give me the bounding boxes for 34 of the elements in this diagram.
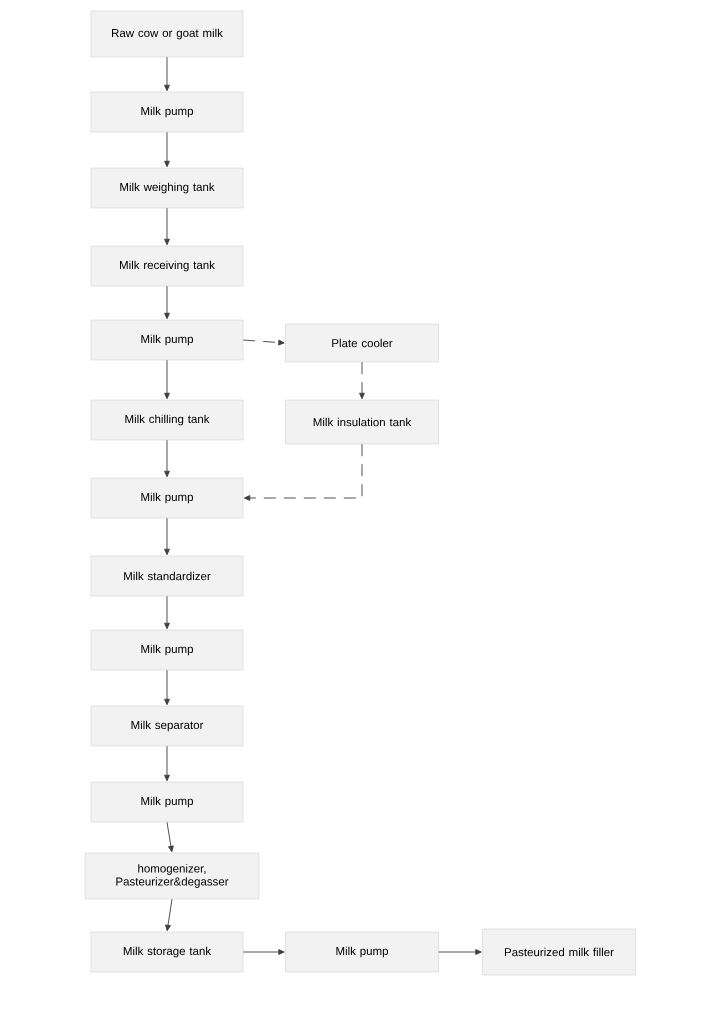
arrow [165, 898, 173, 932]
process-box: Milk chilling tank [90, 399, 244, 441]
arrow [164, 595, 170, 630]
process-box: Milk weighing tank [90, 167, 244, 209]
arrow [164, 669, 170, 706]
arrow [438, 949, 482, 955]
arrow [166, 821, 174, 853]
arrow [242, 339, 285, 346]
process-box: Milk pump [90, 781, 244, 823]
process-box: Milk pump [90, 629, 244, 671]
process-box: Milk separator [90, 705, 244, 747]
process-box: Pasteurized milk filler [482, 928, 636, 976]
arrow [242, 949, 285, 955]
arrow [164, 56, 170, 92]
process-box: Plate cooler [285, 323, 439, 363]
arrow [164, 131, 170, 168]
arrow [164, 359, 170, 400]
process-box: Milk pump [90, 319, 244, 361]
arrow [243, 443, 363, 501]
process-box: Milk standardizer [90, 555, 244, 597]
arrow [164, 285, 170, 320]
process-box: homogenizer, Pasteurizer&degasser [84, 852, 260, 900]
arrow [359, 361, 365, 400]
arrow [164, 439, 170, 478]
process-box: Milk receiving tank [90, 245, 244, 287]
process-box: Milk pump [90, 91, 244, 133]
arrow [164, 207, 170, 246]
process-box: Milk pump [285, 931, 439, 973]
process-box: Raw cow or goat milk [90, 10, 244, 58]
arrow [164, 745, 170, 782]
arrow [164, 517, 170, 556]
process-box: Milk storage tank [90, 931, 244, 973]
process-box: Milk pump [90, 477, 244, 519]
process-box: Milk insulation tank [285, 399, 439, 445]
